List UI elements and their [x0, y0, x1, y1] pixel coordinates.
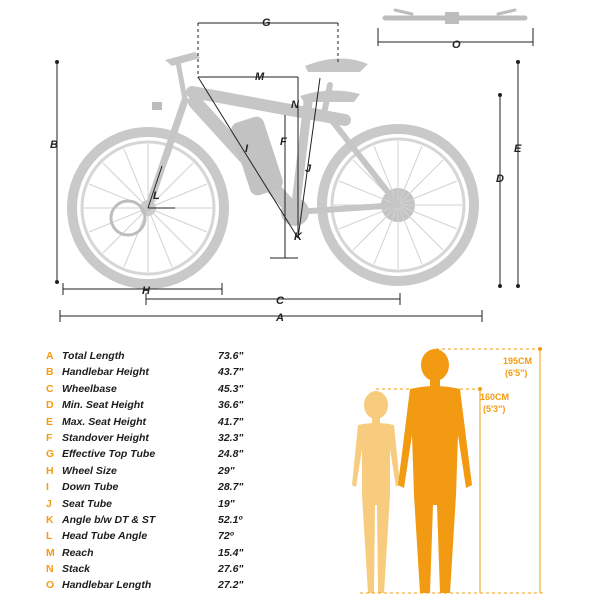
spec-label: Total Length — [62, 350, 125, 362]
tall-height-ft: (6'5") — [505, 368, 527, 378]
saddle-upper — [305, 58, 368, 72]
spec-value: 27.6" — [218, 563, 244, 576]
spec-letter: J — [46, 497, 52, 510]
spec-label: Angle b/w DT & ST — [62, 513, 156, 526]
spec-letter: A — [46, 350, 54, 362]
spec-label: Reach — [62, 546, 94, 559]
spec-row-total-length: A Total Length 73.6" — [46, 349, 261, 365]
spec-label: Wheelbase — [62, 382, 117, 395]
short-height-cm: 160CM — [480, 392, 509, 402]
dim-label-J: J — [305, 163, 312, 175]
dimension-lines — [55, 22, 534, 322]
spec-row-down-tube: I Down Tube 28.7" — [46, 480, 261, 496]
spec-value: 36.6" — [218, 399, 244, 412]
spec-row-wheel-size: H Wheel Size 29" — [46, 464, 261, 480]
dim-label-A: A — [275, 312, 284, 324]
spec-letter: B — [46, 366, 54, 379]
dim-label-K: K — [294, 231, 303, 243]
spec-value: 29" — [218, 464, 235, 477]
spec-row-head-tube-angle: L Head Tube Angle 72º — [46, 529, 261, 545]
spec-value: 41.7" — [218, 415, 244, 428]
handlebar — [165, 52, 200, 66]
spec-row-angle-dt-st: K Angle b/w DT & ST 52.1º — [46, 513, 261, 529]
rider-height-illustration: 195CM (6'5") 160CM (5'3") — [352, 347, 545, 594]
spec-value: 24.8" — [218, 448, 244, 461]
spec-letter: L — [46, 530, 53, 543]
spec-value: 72º — [218, 530, 234, 543]
dim-label-N: N — [291, 99, 300, 111]
spec-row-reach: M Reach 15.4" — [46, 546, 261, 562]
spec-letter: E — [46, 415, 54, 428]
dim-label-E: E — [514, 143, 522, 155]
spec-letter: C — [46, 382, 54, 395]
dim-label-B: B — [50, 139, 58, 151]
saddle-lower — [300, 90, 360, 102]
spec-label: Down Tube — [62, 481, 119, 494]
dim-label-C: C — [276, 295, 285, 307]
spec-value: 43.7" — [218, 366, 244, 379]
spec-row-seat-tube: J Seat Tube 19" — [46, 497, 261, 513]
spec-label: Seat Tube — [62, 497, 112, 510]
rear-wheel — [67, 127, 229, 289]
spec-label: Head Tube Angle — [62, 530, 148, 543]
headlight — [152, 102, 162, 110]
battery — [231, 116, 283, 196]
spec-row-handlebar-length: O Handlebar Length 27.2" — [46, 578, 261, 594]
dim-label-D: D — [496, 173, 504, 185]
spec-label: Handlebar Length — [62, 579, 152, 592]
spec-value: 32.3" — [218, 431, 244, 444]
dim-label-G: G — [262, 17, 271, 29]
spec-letter: D — [46, 399, 54, 412]
spec-row-min-seat-height: D Min. Seat Height 36.6" — [46, 398, 261, 414]
spec-value: 73.6" — [218, 350, 244, 362]
spec-letter: O — [46, 579, 55, 592]
spec-letter: I — [46, 481, 49, 494]
dim-label-M: M — [255, 71, 265, 83]
spec-row-wheelbase: C Wheelbase 45.3" — [46, 382, 261, 398]
spec-label: Effective Top Tube — [62, 448, 156, 461]
bike-geometry-diagram: O G M N F I J K L B E D H C A — [50, 8, 534, 324]
spec-label: Standover Height — [62, 431, 149, 444]
spec-value: 19" — [218, 497, 235, 510]
spec-value: 27.2" — [218, 579, 244, 592]
spec-letter: M — [46, 546, 55, 559]
tall-height-cm: 195CM — [503, 356, 532, 366]
crank — [281, 198, 309, 226]
tall-rider-figure — [398, 349, 472, 593]
spec-letter: F — [46, 431, 53, 444]
spec-letter: K — [46, 513, 54, 526]
spec-row-standover-height: F Standover Height 32.3" — [46, 431, 261, 447]
spec-row-max-seat-height: E Max. Seat Height 41.7" — [46, 415, 261, 431]
spec-value: 45.3" — [218, 382, 244, 395]
dim-label-I: I — [245, 143, 249, 155]
spec-label: Wheel Size — [62, 464, 117, 477]
spec-row-effective-top-tube: G Effective Top Tube 24.8" — [46, 447, 261, 463]
spec-value: 28.7" — [218, 481, 244, 494]
spec-table: A Total Length 73.6" B Handlebar Height … — [46, 349, 261, 595]
spec-letter: H — [46, 464, 54, 477]
spec-row-stack: N Stack 27.6" — [46, 562, 261, 578]
spec-label: Handlebar Height — [62, 366, 149, 379]
short-rider-figure — [352, 391, 400, 593]
dim-label-O: O — [452, 39, 461, 51]
spec-label: Stack — [62, 563, 91, 576]
spec-letter: G — [46, 448, 55, 461]
short-height-ft: (5'3") — [483, 404, 505, 414]
spec-label: Min. Seat Height — [62, 399, 144, 412]
dim-label-F: F — [280, 136, 287, 148]
spec-label: Max. Seat Height — [62, 415, 147, 428]
handlebar-top-view — [382, 8, 528, 24]
spec-letter: N — [46, 563, 54, 576]
dim-label-H: H — [142, 285, 151, 297]
spec-value: 15.4" — [218, 546, 244, 559]
spec-value: 52.1º — [218, 513, 243, 526]
dim-label-L: L — [153, 190, 160, 202]
spec-row-handlebar-height: B Handlebar Height 43.7" — [46, 365, 261, 381]
